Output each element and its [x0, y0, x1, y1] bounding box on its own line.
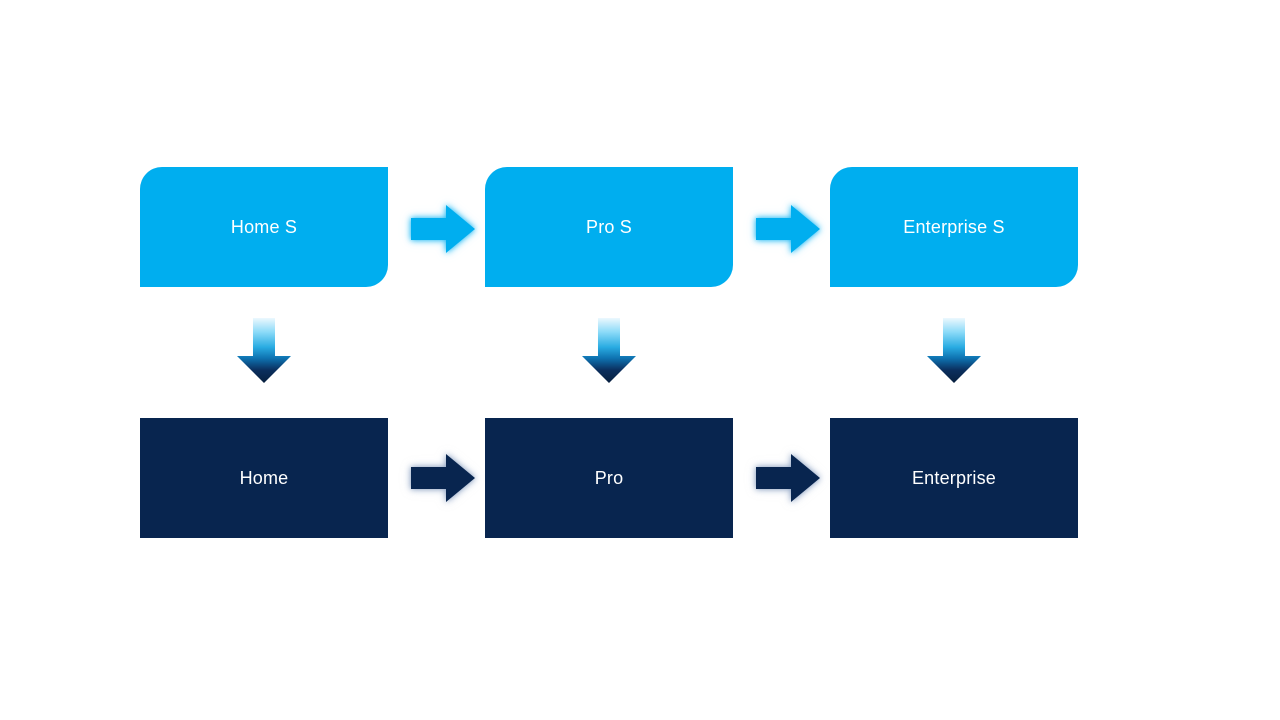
node-enterprise: Enterprise: [830, 418, 1078, 538]
down-arrow-icon: [927, 318, 981, 383]
node-pro-s: Pro S: [485, 167, 733, 287]
node-label: Home: [239, 467, 289, 488]
node-home-s: Home S: [140, 167, 388, 287]
node-enterprise-s: Enterprise S: [830, 167, 1078, 287]
right-arrow-icon: [411, 454, 475, 502]
right-arrow-icon: [756, 454, 820, 502]
down-arrow-icon: [237, 318, 291, 383]
node-label: Enterprise S: [903, 216, 1005, 237]
right-arrow-icon: [756, 205, 820, 253]
node-label: Enterprise: [911, 467, 997, 488]
node-label: Pro: [594, 467, 624, 488]
node-label: Pro S: [585, 216, 633, 237]
node-pro: Pro: [485, 418, 733, 538]
node-home: Home: [140, 418, 388, 538]
node-label: Home S: [230, 216, 298, 237]
right-arrow-icon: [411, 205, 475, 253]
down-arrow-icon: [582, 318, 636, 383]
